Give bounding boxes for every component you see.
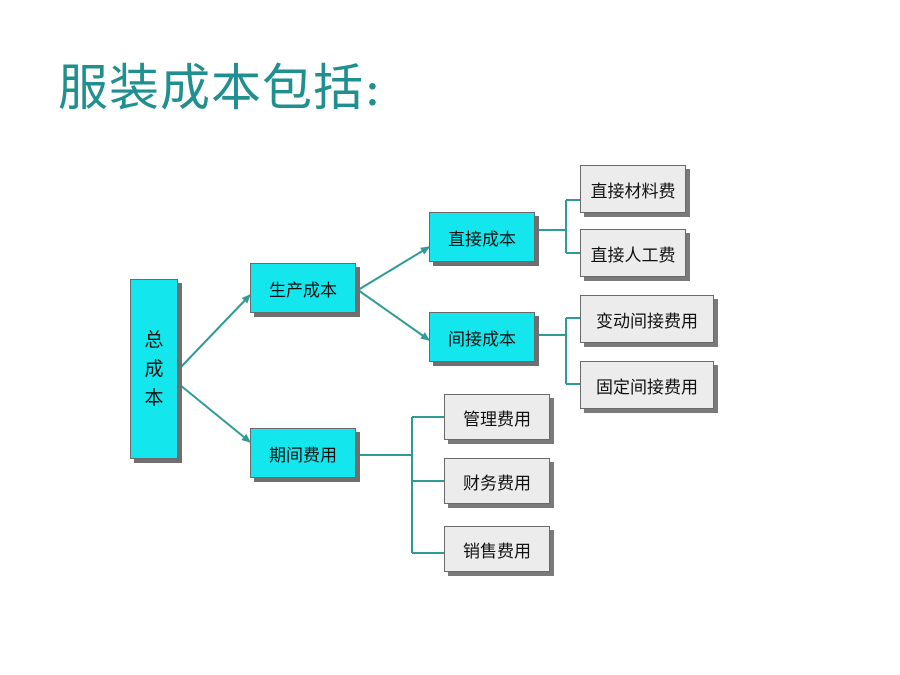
node-production-cost: 生产成本 xyxy=(250,263,356,313)
root-label-char-1: 总 xyxy=(144,328,164,351)
node-financial-expense: 财务费用 xyxy=(444,458,550,504)
node-period-expense: 期间费用 xyxy=(250,428,356,478)
node-variable-indirect: 变动间接费用 xyxy=(580,295,714,343)
arrow-root-to-period xyxy=(179,384,251,443)
bracket-indirect-cost xyxy=(538,317,580,385)
slide-title: 服装成本包括: xyxy=(58,59,382,117)
node-fixed-indirect: 固定间接费用 xyxy=(580,361,714,409)
root-label-char-2: 成 xyxy=(144,357,164,380)
node-direct-labor: 直接人工费 xyxy=(580,229,686,277)
root-node-total-cost: 总 成 本 xyxy=(130,279,178,459)
arrow-root-to-production xyxy=(179,294,251,369)
arrow-production-to-direct xyxy=(357,246,430,291)
node-direct-material: 直接材料费 xyxy=(580,165,686,213)
node-management-expense: 管理费用 xyxy=(444,394,550,440)
arrow-production-to-indirect xyxy=(357,289,430,341)
node-sales-expense: 销售费用 xyxy=(444,526,550,572)
root-label-char-3: 本 xyxy=(144,386,164,409)
bracket-direct-cost xyxy=(538,199,580,254)
node-indirect-cost: 间接成本 xyxy=(429,312,535,362)
bracket-period-expense xyxy=(358,416,444,554)
node-direct-cost: 直接成本 xyxy=(429,212,535,262)
